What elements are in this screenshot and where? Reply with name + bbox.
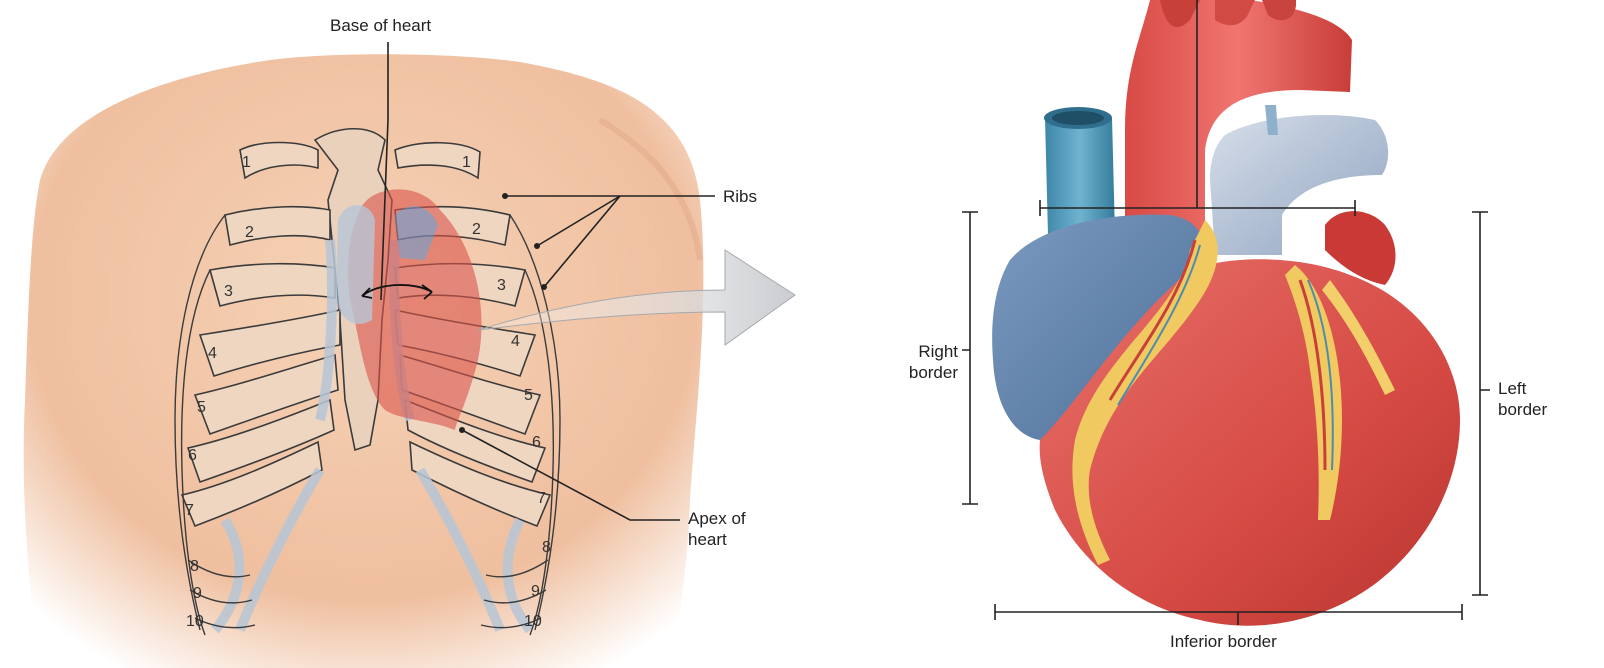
rib-number: 8	[190, 558, 199, 575]
rib-number: 5	[524, 387, 533, 404]
rib-number: 6	[188, 447, 197, 464]
rib-number: 4	[208, 345, 217, 362]
rib-number: 6	[532, 434, 541, 451]
rib-number: 10	[524, 613, 542, 630]
label-base-of-heart: Base of heart	[330, 15, 431, 36]
superior-vena-cava	[1045, 118, 1115, 235]
rib-number: 2	[472, 221, 481, 238]
rib-number: 9	[193, 585, 202, 602]
label-apex-of-heart: Apex of heart	[688, 508, 746, 550]
label-inferior-border: Inferior border	[1170, 631, 1277, 652]
rib-number: 10	[186, 613, 204, 630]
rib-number: 7	[537, 490, 546, 507]
rib-number: 4	[511, 333, 520, 350]
rib-number: 2	[245, 224, 254, 241]
label-right-border: Right border	[902, 341, 958, 383]
heart-illustration	[992, 0, 1460, 626]
rib-number: 7	[185, 502, 194, 519]
rib-number: 9	[531, 583, 540, 600]
label-left-border: Left border	[1498, 378, 1547, 420]
rib-number: 1	[462, 154, 471, 171]
label-ribs: Ribs	[723, 186, 757, 207]
rib-number: 5	[197, 399, 206, 416]
rib-number: 8	[542, 539, 551, 556]
rib-number: 3	[497, 277, 506, 294]
rib-number: 1	[242, 154, 251, 171]
rib-number: 3	[224, 283, 233, 300]
